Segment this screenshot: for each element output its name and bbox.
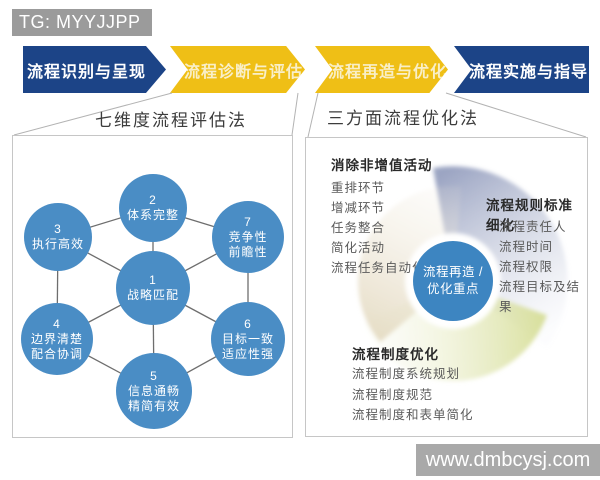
section-list-system: 流程制度系统规划流程制度规范流程制度和表单简化 [352,364,474,426]
list-item: 适应性强 [221,346,274,361]
list-item: 目标一致 [221,331,274,346]
tg-watermark-label: TG: MYYJJPP [19,12,141,32]
flow-step-diagnose: 流程诊断与评估 [170,46,305,93]
section-heading-rules: 流程规则标准细化 [486,198,573,233]
list-item: 优化重点 [426,282,479,296]
list-item: 任务整合 [331,221,386,235]
list-item: 2 [149,193,157,207]
swirl-decoration [357,166,568,382]
list-item: 6 [244,316,252,331]
website-watermark: www.dmbcysj.com [416,444,600,476]
list-item: 流程责任人 [499,220,567,234]
list-item: 流程制度规范 [352,387,434,402]
list-item: 5 [150,368,158,383]
list-item: 流程时间 [499,240,554,254]
section-heading-system: 流程制度优化 [352,347,439,362]
list-item: 执行高效 [31,237,84,251]
list-item: 流程再造 / [423,265,483,279]
list-item: 精简有效 [127,398,180,413]
optimization-focus-circle: 流程再造 / 优化重点 [413,241,493,321]
section-list-rules: 流程责任人流程时间流程权限流程目标及结果 [499,217,587,317]
list-item: 1 [149,273,157,287]
list-item: 流程制度和表单简化 [352,408,474,422]
left-panel-title: 七维度流程评估法 [95,111,247,130]
list-item: 7 [244,214,252,229]
list-item: 增减环节 [331,201,386,215]
list-item: 配合协调 [30,346,83,361]
flow-step-label: 流程实施与指导 [468,63,588,81]
tg-watermark-tag: TG: MYYJJPP [12,9,152,36]
flow-step-implement: 流程实施与指导 [454,46,589,93]
list-item: 体系完整 [126,208,179,222]
list-item: 战略匹配 [126,288,179,302]
right-panel-title: 三方面流程优化法 [327,109,479,128]
flow-step-label: 流程识别与呈现 [26,63,146,81]
optimization-panel: 消除非增值活动 重排环节增减环节任务整合简化活动流程任务自动化 流程规则标准细化… [305,137,588,437]
website-watermark-label: www.dmbcysj.com [425,448,591,471]
list-item: 3 [54,222,62,236]
section-list-eliminate: 重排环节增减环节任务整合简化活动流程任务自动化 [331,178,426,278]
list-item: 流程目标及结果 [499,280,581,314]
list-item: 竞争性 [228,229,268,244]
list-item: 简化活动 [331,241,386,255]
flow-step-identify: 流程识别与呈现 [23,46,166,93]
section-heading-eliminate: 消除非增值活动 [331,158,433,173]
list-item: 流程权限 [499,260,554,274]
list-item: 流程制度系统规划 [352,367,461,381]
list-item: 边界清楚 [30,331,83,346]
list-item: 4 [53,316,61,331]
list-item: 重排环节 [331,181,386,195]
flow-step-label: 流程诊断与评估 [183,63,303,81]
list-item: 前瞻性 [228,244,268,259]
flow-step-label: 流程再造与优化 [327,63,447,81]
list-item: 信息通畅 [127,383,180,398]
list-item: 流程任务自动化 [331,261,426,275]
flow-step-reengineer: 流程再造与优化 [315,46,448,93]
